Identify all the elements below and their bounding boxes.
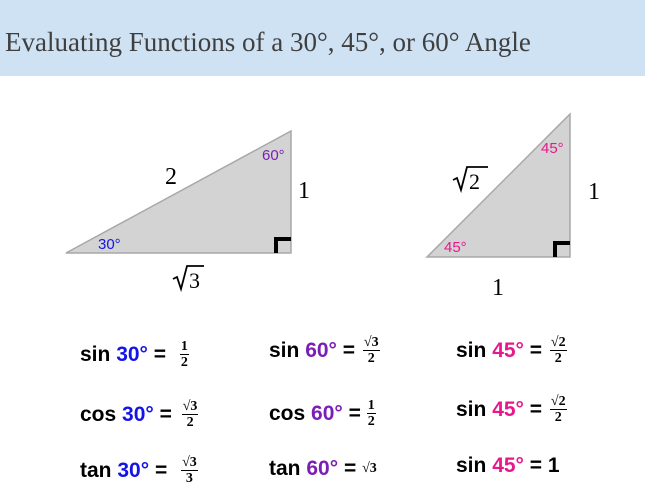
numerator: 1 [366, 398, 376, 414]
equals-sign: = [348, 401, 361, 425]
angle-label-45-top: 45° [541, 140, 564, 157]
numerator: √3 [181, 455, 198, 471]
function-name: tan [80, 458, 112, 482]
equals-sign: = [529, 454, 543, 478]
triangle-45-45-90 [425, 112, 571, 258]
equals-sign: = [159, 402, 172, 426]
function-name: cos [269, 401, 306, 425]
angle-value: 45° [492, 338, 524, 362]
hypotenuse-label: 2 [452, 166, 488, 194]
equals-sign: = [153, 342, 167, 366]
angle-value: 45° [492, 397, 524, 421]
right-angle-marker [553, 241, 570, 257]
angle-label-45-bottom: 45° [444, 239, 467, 256]
denominator: 2 [554, 351, 562, 366]
radical-sign [172, 265, 204, 293]
right-angle-marker [274, 237, 291, 253]
angle-label-60: 60° [262, 147, 285, 164]
function-name: cos [80, 402, 117, 426]
function-name: sin [456, 397, 487, 421]
numerator: √2 [549, 335, 567, 351]
hypotenuse-label: 2 [165, 164, 177, 190]
function-name: sin [80, 342, 111, 366]
angle-value: 60° [311, 401, 343, 425]
equals-sign: = [154, 458, 168, 482]
function-name: tan [269, 457, 301, 481]
angle-value: 30° [122, 402, 154, 426]
angle-value: 60° [306, 457, 339, 481]
denominator: 2 [186, 415, 194, 430]
radicand: 2 [469, 169, 480, 194]
denominator: 2 [367, 414, 375, 429]
numerator: 1 [179, 339, 189, 355]
angle-value: 60° [305, 338, 337, 362]
equals-sign: = [529, 338, 543, 362]
angle-label-30: 30° [98, 236, 121, 253]
equals-sign: = [529, 397, 543, 421]
equals-sign: = [342, 338, 356, 362]
angle-value: 30° [117, 458, 150, 482]
function-name: sin [456, 338, 487, 362]
denominator: 2 [367, 351, 375, 366]
horizontal-leg-label: 3 [172, 265, 204, 293]
horizontal-leg-label: 1 [492, 275, 504, 301]
value: 1 [547, 454, 560, 478]
formula-sin-45-c: sin 45° = 1 [456, 452, 560, 480]
numerator: √2 [549, 394, 567, 410]
denominator: 2 [554, 410, 562, 425]
angle-value: 30° [116, 342, 148, 366]
vertical-leg-label: 1 [588, 179, 600, 205]
formula-tan-60: tan 60° = √3 [269, 455, 377, 483]
page-title: Evaluating Functions of a 30°, 45°, or 6… [5, 27, 531, 57]
triangle-30-60-90 [65, 129, 292, 254]
vertical-leg-label: 1 [298, 178, 310, 204]
function-name: sin [456, 454, 487, 478]
function-name: sin [269, 338, 300, 362]
angle-value: 45° [492, 454, 524, 478]
numerator: √3 [362, 335, 380, 351]
equals-sign: = [343, 457, 357, 481]
radical-value: √3 [362, 461, 377, 477]
title-banner: Evaluating Functions of a 30°, 45°, or 6… [0, 0, 645, 76]
denominator: 3 [185, 471, 193, 486]
numerator: √3 [181, 399, 199, 415]
denominator: 2 [180, 355, 188, 370]
radicand: 3 [189, 268, 200, 293]
radical-sign [452, 166, 488, 194]
